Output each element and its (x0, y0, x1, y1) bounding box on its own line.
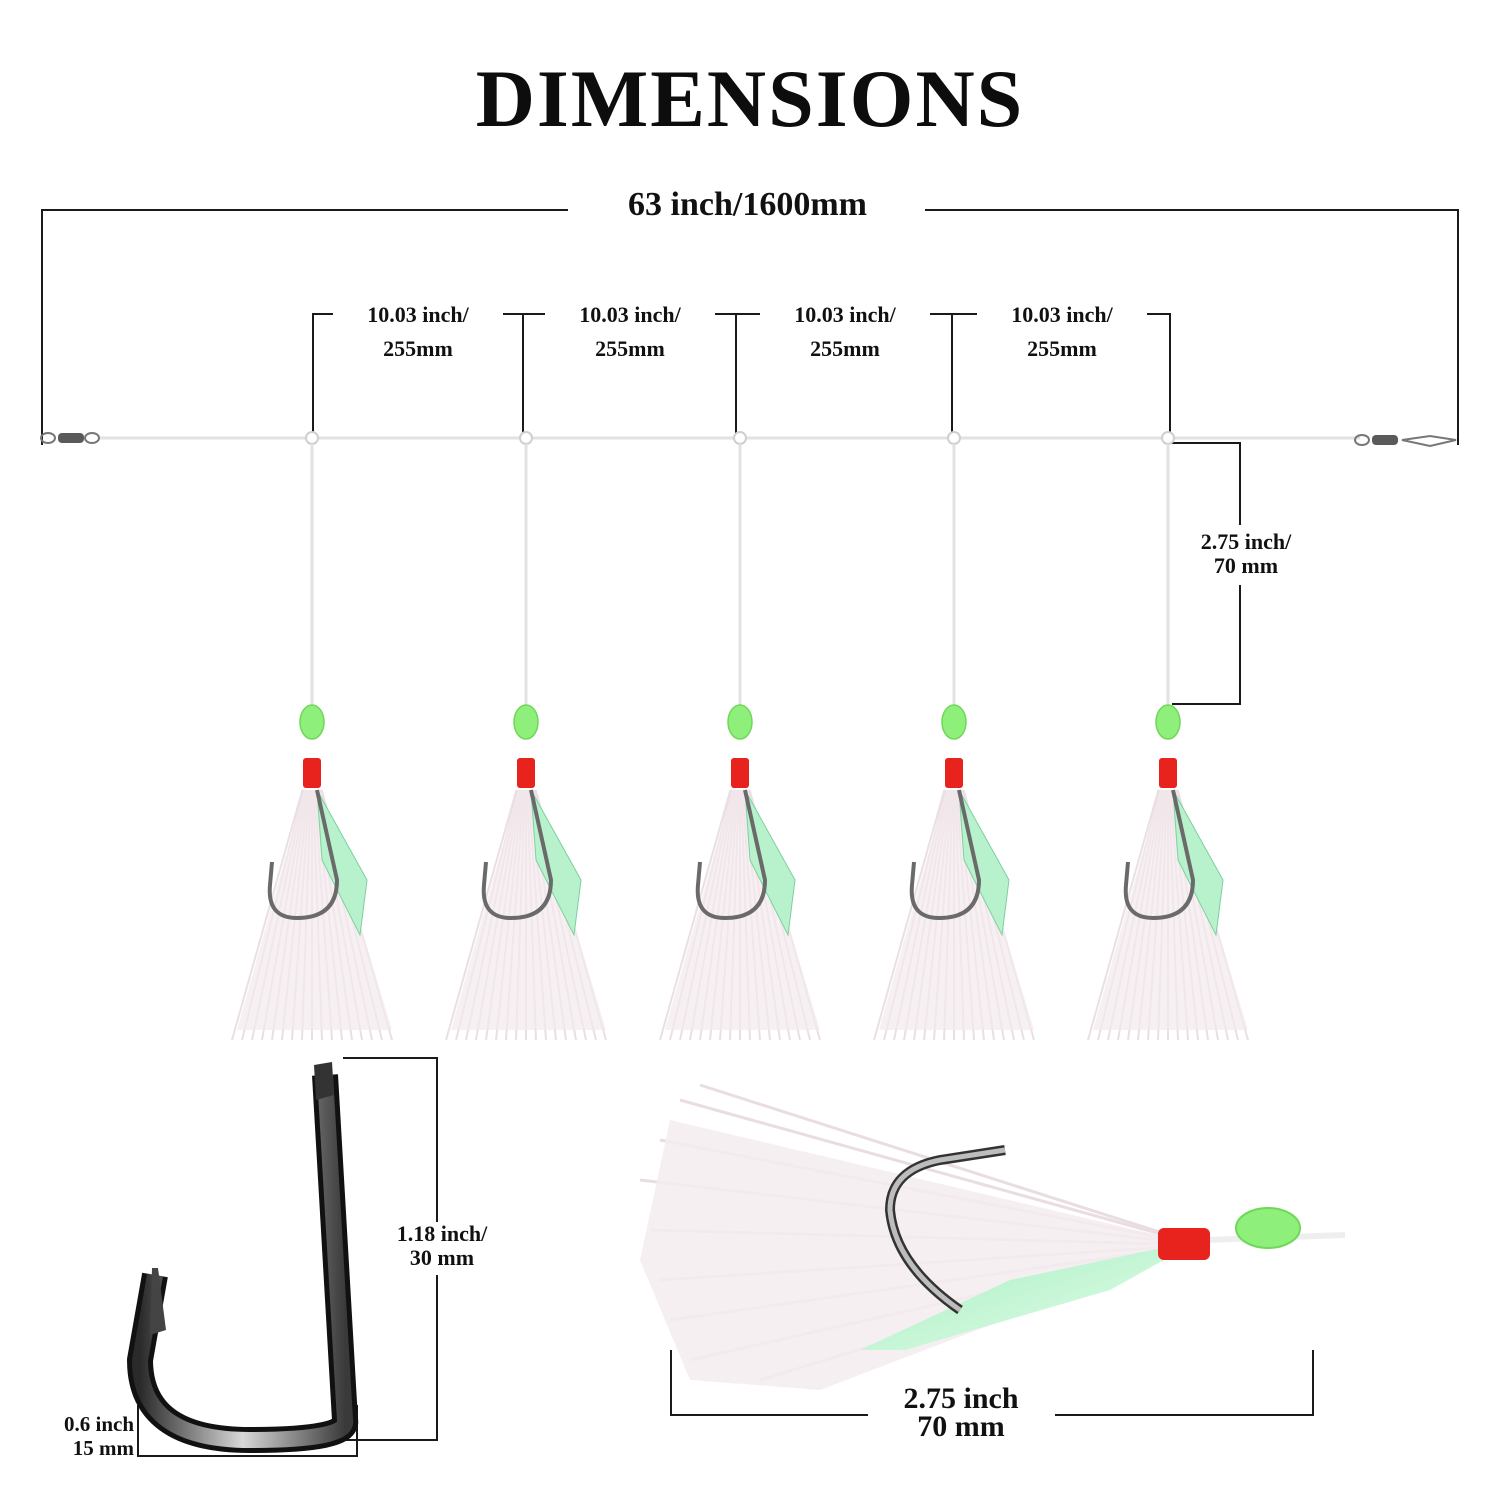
fly-4 (873, 431, 1035, 1041)
thread-wrap (945, 758, 963, 788)
knot (305, 431, 319, 445)
flash-strip (744, 789, 796, 937)
knot (947, 431, 961, 445)
thread-wrap (303, 758, 321, 788)
hook (909, 789, 982, 921)
spacing-mm: 255mm (383, 336, 453, 361)
spacing-inch: 10.03 inch/ (367, 302, 469, 327)
hook-length-mm: 30 mm (409, 1245, 475, 1270)
fly-length-mm: 70 mm (917, 1410, 1005, 1443)
skirt-body (665, 790, 820, 1030)
knot (519, 431, 533, 445)
spacing-mm: 255mm (1027, 336, 1097, 361)
skirt-body (451, 790, 606, 1030)
hook-gap-mm: 15 mm (72, 1436, 134, 1460)
flash-strip (316, 789, 368, 937)
spacing-label-2: 10.03 inch/ 255mm (545, 298, 715, 366)
flash-strip (1172, 789, 1224, 937)
thread-wrap (517, 758, 535, 788)
overall-length-label: 63 inch/1600mm (575, 186, 920, 224)
fly-length-label: 2.75 inch 70 mm (875, 1382, 1047, 1443)
glow-bead (1155, 704, 1181, 740)
dropper-mm: 70 mm (1213, 553, 1279, 578)
glow-bead (299, 704, 325, 740)
large-hook (127, 1062, 359, 1453)
glow-bead (513, 704, 539, 740)
hook (481, 789, 554, 921)
hook-length-inch: 1.18 inch/ (396, 1221, 488, 1246)
thread-wrap (731, 758, 749, 788)
fly-length-inch: 2.75 inch (903, 1382, 1019, 1415)
thread-wrap (1159, 758, 1177, 788)
skirt-body (879, 790, 1034, 1030)
spacing-label-3: 10.03 inch/ 255mm (760, 298, 930, 366)
glow-bead (727, 704, 753, 740)
flash-strip (958, 789, 1010, 937)
flash-strip (530, 789, 582, 937)
fly-3 (659, 431, 821, 1041)
knot (733, 431, 747, 445)
dropper-inch: 2.75 inch/ (1200, 529, 1292, 554)
hook (267, 789, 340, 921)
hook (695, 789, 768, 921)
skirt-body (237, 790, 392, 1030)
fly-5 (1087, 431, 1249, 1041)
fly-row (231, 431, 1249, 1041)
hook-gap-label: 0.6 inch 15 mm (34, 1412, 134, 1460)
knot (1161, 431, 1175, 445)
dropper-length-label: 2.75 inch/ 70 mm (1180, 530, 1312, 578)
hook-length-label: 1.18 inch/ 30 mm (378, 1222, 506, 1270)
glow-bead (941, 704, 967, 740)
fly-2 (445, 431, 607, 1041)
skirt-body (1093, 790, 1248, 1030)
spacing-mm: 255mm (595, 336, 665, 361)
hook-gap-inch: 0.6 inch (63, 1412, 134, 1436)
spacing-label-4: 10.03 inch/ 255mm (977, 298, 1147, 366)
spacing-label-1: 10.03 inch/ 255mm (333, 298, 503, 366)
spacing-mm: 255mm (810, 336, 880, 361)
fly-1 (231, 431, 393, 1041)
spacing-inch: 10.03 inch/ (579, 302, 681, 327)
spacing-inch: 10.03 inch/ (1011, 302, 1113, 327)
hook (1123, 789, 1196, 921)
spacing-inch: 10.03 inch/ (794, 302, 896, 327)
large-fly (639, 1083, 1346, 1390)
page-title: DIMENSIONS (475, 53, 1025, 144)
main-line (40, 432, 1457, 448)
